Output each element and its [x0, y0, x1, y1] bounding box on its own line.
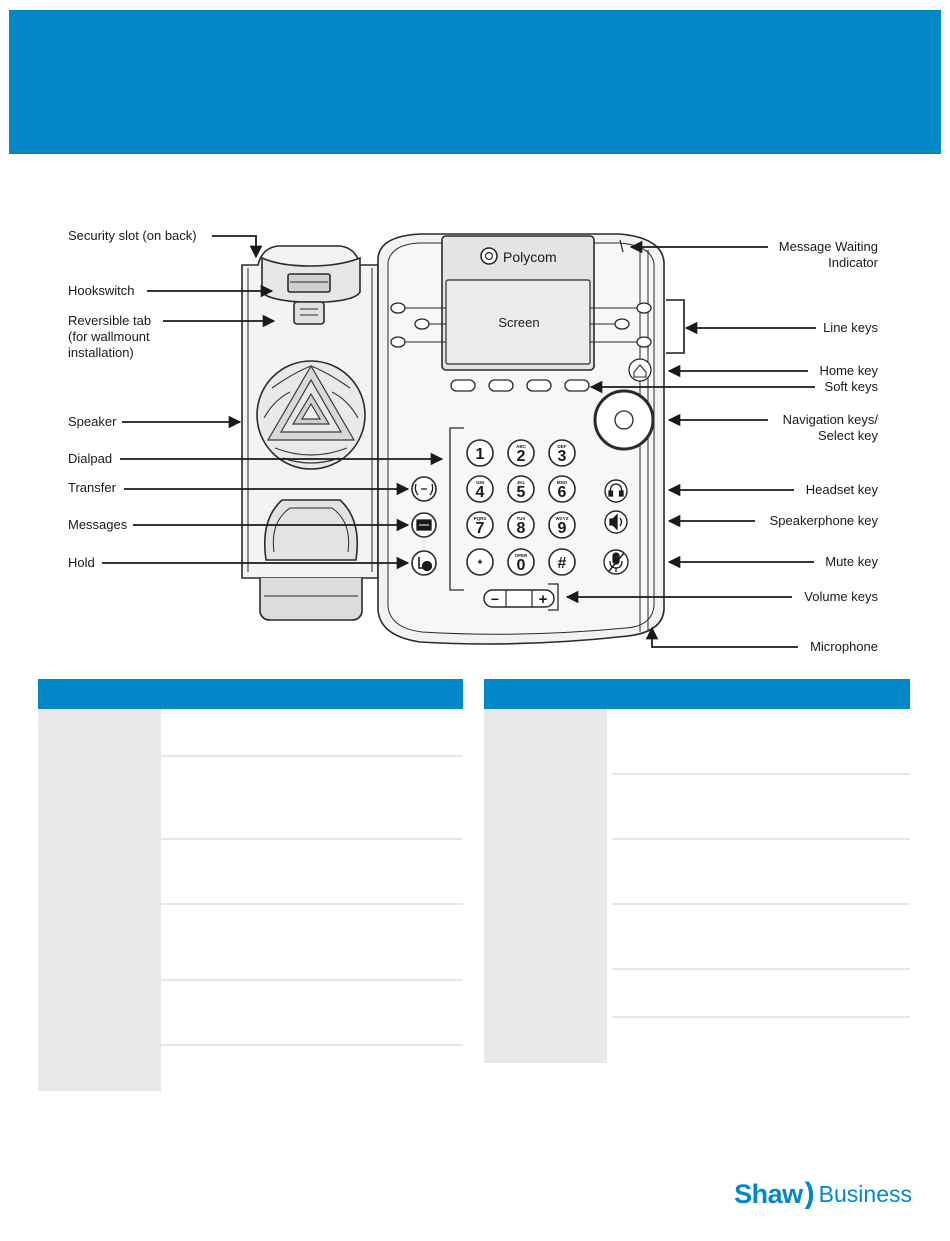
callout-messages: Messages [68, 517, 128, 532]
callout-message-waiting: Message Waiting Indicator [778, 239, 878, 270]
right-table-row-divider [612, 1016, 910, 1018]
polycom-brand: Polycom [503, 249, 557, 265]
dialpad-key-10: 0 [517, 557, 526, 574]
callout-speaker: Speaker [68, 414, 117, 429]
mute-icon [608, 552, 625, 572]
right-table-row-divider [612, 773, 910, 775]
callout-microphone: Microphone [810, 639, 878, 654]
dialpad-key-0: 1 [476, 446, 485, 463]
handset [241, 245, 379, 621]
callout-line-keys: Line keys [823, 320, 878, 335]
callout-soft-keys: Soft keys [824, 379, 878, 394]
hold-icon [418, 557, 433, 572]
dialpad-letters-3: GHI [476, 480, 484, 485]
logo-shaw: Shaw [734, 1178, 803, 1209]
dialpad-key-3: 4 [476, 484, 485, 501]
right-table-row-divider [612, 838, 910, 840]
dialpad-key-9: * [478, 557, 483, 571]
dialpad-letters-4: JKL [517, 480, 526, 485]
logo-paren: ) [804, 1177, 815, 1210]
left-table-label-column [38, 709, 161, 1091]
dialpad-key-7: 8 [517, 520, 526, 537]
right-table-label-column [484, 709, 607, 1063]
dialpad-letters-5: MNO [557, 480, 568, 485]
callout-hold: Hold [68, 555, 95, 570]
left-table-row-divider [161, 755, 463, 757]
dialpad-letters-8: WXYZ [556, 516, 569, 521]
callout-transfer: Transfer [68, 480, 116, 495]
callout-hookswitch: Hookswitch [68, 283, 135, 298]
dialpad-key-11: # [558, 555, 567, 572]
messages-icon [416, 519, 432, 531]
right-table [484, 679, 910, 1063]
callout-security-slot: Security slot (on back) [68, 228, 197, 243]
right-table-row-divider [612, 903, 910, 905]
dialpad-letters-1: ABC [516, 444, 526, 449]
headset-icon [608, 483, 624, 497]
shaw-business-logo: Shaw ) Business [734, 1176, 912, 1212]
dialpad-letters-2: DEF [558, 444, 567, 449]
phone-body [377, 233, 665, 645]
callout-home-key: Home key [819, 363, 878, 378]
left-table-row-divider [161, 1044, 463, 1046]
dialpad-letters-7: TUV [517, 516, 526, 521]
callout-volume-keys: Volume keys [804, 589, 878, 604]
dialpad-key-8: 9 [558, 520, 567, 537]
left-table-row-divider [161, 838, 463, 840]
dialpad-key-2: 3 [558, 448, 567, 465]
left-table-row-divider [161, 979, 463, 981]
dialpad-key-1: 2 [517, 448, 526, 465]
screen-label: Screen [498, 315, 539, 330]
header-band [9, 10, 941, 154]
logo-business: Business [818, 1180, 912, 1207]
callout-navigation-keys: Navigation keys/ Select key [782, 412, 878, 443]
callout-dialpad: Dialpad [68, 451, 113, 466]
callout-speakerphone-key: Speakerphone key [769, 513, 878, 528]
dialpad-key-6: 7 [476, 520, 485, 537]
callout-mute-key: Mute key [825, 554, 878, 569]
transfer-icon [414, 483, 434, 496]
dialpad-letters-6: PQRS [474, 516, 487, 521]
dialpad-key-4: 5 [517, 484, 526, 501]
callout-reversible-tab: Reversible tab (for wallmount installati… [68, 313, 152, 360]
volume-minus-label: − [491, 591, 499, 607]
left-table [38, 679, 463, 1091]
callout-headset-key: Headset key [805, 482, 878, 497]
right-table-row-divider [612, 968, 910, 970]
dialpad-key-5: 6 [558, 484, 567, 501]
volume-plus-label: + [539, 591, 548, 608]
left-table-row-divider [161, 903, 463, 905]
speakerphone-icon [609, 513, 623, 531]
left-table-header [38, 679, 463, 709]
right-table-header [484, 679, 910, 709]
callout-arrows [102, 235, 816, 648]
dialpad-letters-10: OPER [515, 553, 529, 558]
